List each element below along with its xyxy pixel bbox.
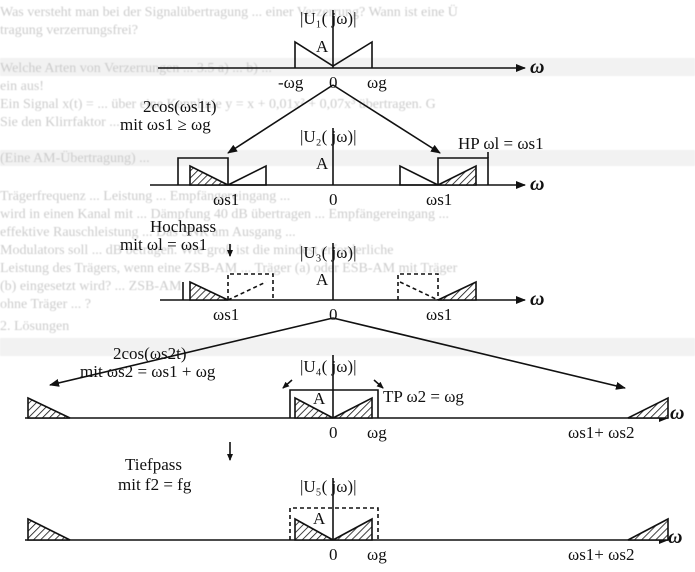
baseband-right-row5 xyxy=(332,517,373,541)
omega-label-row2: ω xyxy=(530,173,545,195)
ghost-line: (Eine AM-Übertragung) ... xyxy=(0,151,150,166)
dashed-sideband-pos-row3 xyxy=(399,281,439,301)
ghost-line: Leistung des Trägers, wenn eine ZSB-AM .… xyxy=(0,261,458,276)
amplitude-label-row1: A xyxy=(316,37,329,56)
ghost-line: Modulators soll ... dB betragen. Wie gro… xyxy=(0,243,394,258)
spectrum-label-row4: |U₄( jω)| xyxy=(300,357,357,376)
zero-label-row5: 0 xyxy=(329,545,338,564)
sideband-pos-row3 xyxy=(437,280,477,301)
mixer2-line1: 2cos(ωs2t) xyxy=(113,344,187,363)
amplitude-label-row3: A xyxy=(316,270,329,289)
dashed-box-neg-row3 xyxy=(227,273,274,300)
sum-label-row5: ωs1+ ωs2 xyxy=(568,545,635,564)
ghost-line: (b) eingesetzt wird? ... ZSB-AM xyxy=(0,279,182,294)
filter-box-pos-row2 xyxy=(437,157,489,185)
neg-band-label-row1: -ωg xyxy=(278,73,304,92)
amplitude-label-row5: A xyxy=(313,509,326,528)
arrow-to-row4-right xyxy=(332,317,626,390)
carrier-pos-label-row3: ωs1 xyxy=(426,305,453,324)
ghost-shade xyxy=(0,338,695,356)
carrier-pos-label-row2: ωs1 xyxy=(426,190,453,209)
zero-label-row4: 0 xyxy=(329,423,338,442)
hp-filter-label: HP ωl = ωs1 xyxy=(458,134,544,153)
dashed-box-pos-row3 xyxy=(397,273,439,300)
band-label-row5: ωg xyxy=(367,545,387,564)
mixer2-line2: mit ωs2 = ωs1 + ωg xyxy=(80,362,216,381)
ghost-line: Ein Signal x(t) = ... über eine Kennlini… xyxy=(0,97,436,112)
ghost-line: Welche Arten von Verzerrungen ... 3.5 a)… xyxy=(0,61,272,76)
ghost-line: 2. Lösungen xyxy=(0,319,70,334)
arrow-to-row2-right xyxy=(332,84,441,154)
lowpass-box-row4 xyxy=(289,389,379,418)
zero-label-row2: 0 xyxy=(329,190,338,209)
spectrum-label-row1: |U₁( jω)| xyxy=(300,9,357,28)
carrier-neg-label-row3: ωs1 xyxy=(213,305,240,324)
pos-band-label-row1: ωg xyxy=(367,73,387,92)
sum-label-row4: ωs1+ ωs2 xyxy=(568,423,635,442)
zero-label-row3: 0 xyxy=(329,305,338,324)
image-sideband-neg-row5 xyxy=(27,517,71,541)
mixing-arrow-left xyxy=(282,379,293,389)
baseband-left-row4 xyxy=(294,396,334,419)
ghost-line: effektive Rauschleistung ... Das SNR am … xyxy=(0,225,296,240)
lowpass-line1: Tiefpass xyxy=(125,455,182,474)
sideband-neg-row3 xyxy=(189,280,229,301)
spectrum-label-row5: |U₅( jω)| xyxy=(300,477,357,496)
dashed-sideband-neg-row3 xyxy=(227,281,267,301)
omega-label-row4: ω xyxy=(670,402,685,424)
ghost-line: Was versteht man bei der Signalübertragu… xyxy=(0,5,458,20)
baseband-left-row5 xyxy=(294,517,334,541)
dashed-lowpass-row5 xyxy=(289,507,379,540)
omega-label-row5: ω xyxy=(668,526,683,548)
arrow-to-row4-left xyxy=(49,317,334,387)
lowpass-line2: mit f2 = fg xyxy=(118,475,192,494)
mixer1-line2: mit ωs1 ≥ ωg xyxy=(120,115,211,134)
image-sideband-pos-row5 xyxy=(627,517,669,541)
ghost-line: Sie den Klirrfaktor ... xyxy=(0,115,120,130)
spectrum-label-row3: |U₃( jω)| xyxy=(300,243,357,262)
upper-sideband-pos-row2 xyxy=(437,164,477,186)
spectrum-label-row2: |U₂( jω)| xyxy=(300,127,357,146)
lower-sideband-neg-row2 xyxy=(189,164,229,186)
ghost-shade xyxy=(0,150,695,166)
band-label-row4: ωg xyxy=(367,423,387,442)
image-sideband-pos-row4 xyxy=(627,396,669,419)
omega-label-row3: ω xyxy=(530,288,545,310)
arrow-to-row2-left xyxy=(227,84,334,154)
baseband-spectrum-row1 xyxy=(294,40,373,68)
highpass-line2: mit ωl = ωs1 xyxy=(120,235,208,254)
ghost-line: Trägerfrequenz ... Leistung ... Empfänge… xyxy=(0,189,291,204)
mixing-arrow-right xyxy=(373,379,384,389)
highpass-line1: Hochpass xyxy=(150,217,217,236)
ghost-line: ohne Träger ... ? xyxy=(0,297,91,312)
tp-filter-label: TP ω2 = ωg xyxy=(383,387,464,406)
image-sideband-neg-row4 xyxy=(27,396,71,419)
ghost-line: ein aus! xyxy=(0,79,44,94)
ghost-line: tragung verzerrungsfrei? xyxy=(0,23,138,38)
amplitude-label-row2: A xyxy=(316,154,329,173)
zero-label-row1: 0 xyxy=(329,73,338,92)
omega-label-row1: ω xyxy=(530,56,545,78)
upper-sideband-neg-row2 xyxy=(227,164,267,186)
baseband-right-row4 xyxy=(332,396,373,419)
carrier-neg-label-row2: ωs1 xyxy=(213,190,240,209)
lower-sideband-pos-row2 xyxy=(399,164,439,186)
ghost-line: wird in einen Kanal mit ... Dämpfung 40 … xyxy=(0,207,450,222)
amplitude-label-row4: A xyxy=(313,389,326,408)
mixer1-line1: 2cos(ωs1t) xyxy=(143,97,217,116)
filter-box-neg-row2 xyxy=(177,157,229,185)
